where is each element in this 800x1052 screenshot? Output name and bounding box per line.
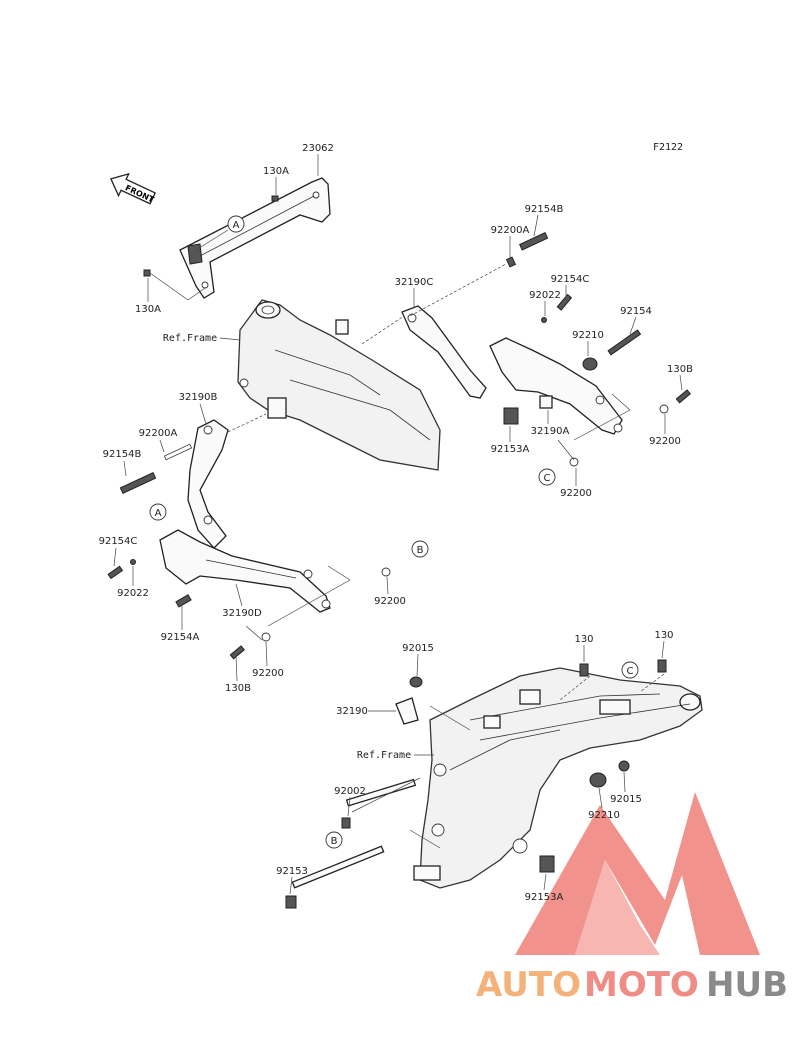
label-130B-right: 130B bbox=[667, 364, 693, 375]
label-92015-top: 92015 bbox=[402, 643, 434, 654]
label-92022-right: 92022 bbox=[529, 290, 561, 301]
svg-text:HUB: HUB bbox=[706, 965, 788, 1005]
label-92154B-left: 92154B bbox=[103, 449, 142, 460]
label-92200A-right: 92200A bbox=[491, 225, 530, 236]
label-92200-right-1: 92200 bbox=[649, 436, 681, 447]
label-92154C-right: 92154C bbox=[551, 274, 590, 285]
label-92153: 92153 bbox=[276, 866, 308, 877]
svg-text:A: A bbox=[233, 220, 240, 231]
label-92200-left-2: 92200 bbox=[252, 668, 284, 679]
label-32190C: 32190C bbox=[395, 277, 434, 288]
callout-C-low: C bbox=[621, 661, 639, 679]
svg-text:A: A bbox=[155, 508, 162, 519]
label-92153A-right: 92153A bbox=[491, 444, 530, 455]
svg-text:C: C bbox=[544, 473, 551, 484]
label-92154C-left: 92154C bbox=[99, 536, 138, 547]
label-32190: 32190 bbox=[336, 706, 368, 717]
bracket-32190C bbox=[401, 305, 487, 399]
label-130A-left: 130A bbox=[135, 304, 161, 315]
callout-A-top: A bbox=[227, 215, 245, 233]
callout-C-right: C bbox=[538, 468, 556, 486]
callout-A-left: A bbox=[149, 503, 167, 521]
label-92002: 92002 bbox=[334, 786, 366, 797]
label-92015-bottom: 92015 bbox=[610, 794, 642, 805]
bracket-32190B bbox=[187, 419, 229, 549]
front-arrow-icon: FRONT bbox=[110, 172, 157, 205]
label-32190A: 32190A bbox=[531, 426, 570, 437]
bracket-32190A bbox=[489, 337, 623, 435]
label-92200A-left: 92200A bbox=[139, 428, 178, 439]
svg-text:B: B bbox=[417, 545, 424, 556]
svg-text:MOTO: MOTO bbox=[584, 965, 699, 1005]
main-frame-lower bbox=[413, 667, 703, 889]
label-32190D: 32190D bbox=[222, 608, 262, 619]
label-92154B-right: 92154B bbox=[525, 204, 564, 215]
bracket-23062 bbox=[143, 177, 331, 299]
label-92200-left-1: 92200 bbox=[374, 596, 406, 607]
label-92022-left: 92022 bbox=[117, 588, 149, 599]
ref-frame-upper: Ref.Frame bbox=[163, 333, 217, 344]
svg-text:B: B bbox=[331, 836, 338, 847]
label-130-b: 130 bbox=[654, 630, 673, 641]
label-92200-right-2: 92200 bbox=[560, 488, 592, 499]
label-92154A: 92154A bbox=[161, 632, 200, 643]
label-92154: 92154 bbox=[620, 306, 652, 317]
label-130A-top: 130A bbox=[263, 166, 289, 177]
watermark-text: AUTO MOTO HUB bbox=[476, 965, 788, 1005]
label-92210-right: 92210 bbox=[572, 330, 604, 341]
callout-B-mid: B bbox=[411, 540, 429, 558]
label-130-a: 130 bbox=[574, 634, 593, 645]
svg-text:AUTO: AUTO bbox=[476, 965, 581, 1005]
label-32190B: 32190B bbox=[179, 392, 218, 403]
bracket-32190D bbox=[159, 529, 331, 613]
watermark-logo-icon bbox=[515, 792, 760, 955]
bracket-32190 bbox=[395, 697, 419, 725]
main-frame-upper bbox=[237, 299, 441, 471]
callout-B-low: B bbox=[325, 831, 343, 849]
ref-frame-lower: Ref.Frame bbox=[357, 750, 411, 761]
svg-text:C: C bbox=[627, 666, 634, 677]
label-23062: 23062 bbox=[302, 143, 334, 154]
label-92153A-bottom: 92153A bbox=[525, 892, 564, 903]
diagram-code: F2122 bbox=[653, 142, 683, 153]
label-92210-bottom: 92210 bbox=[588, 810, 620, 821]
label-130B-left: 130B bbox=[225, 683, 251, 694]
